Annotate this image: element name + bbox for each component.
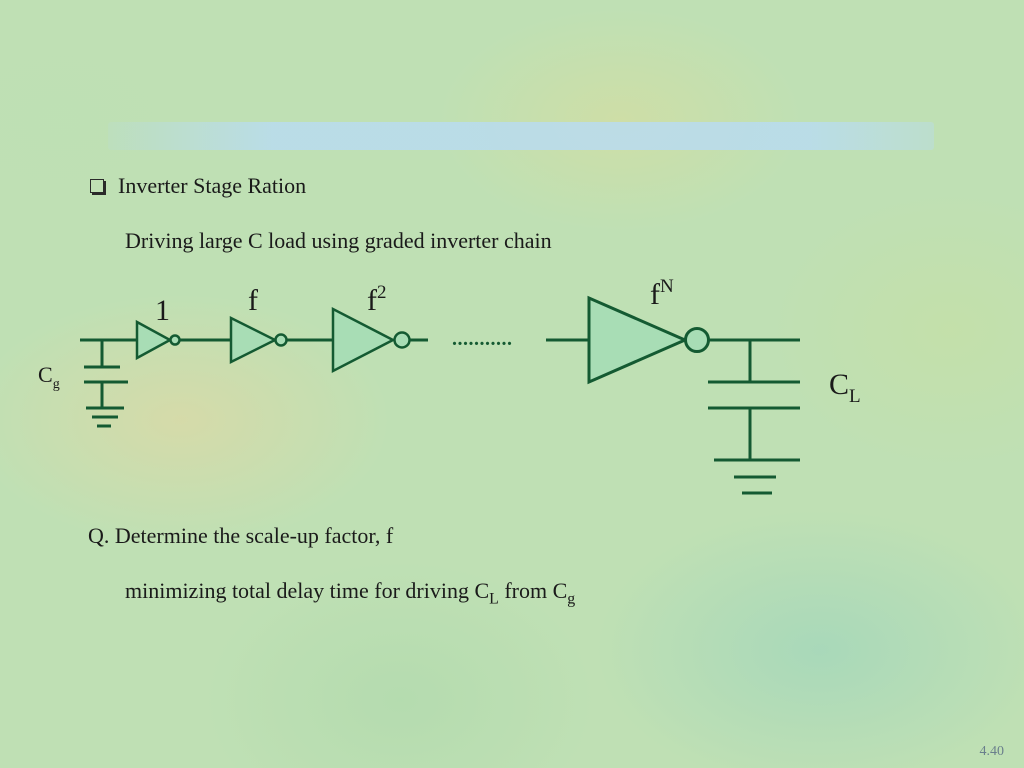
question-line-2-pre: minimizing total delay time for driving … <box>125 578 490 603</box>
stage-2-label: f <box>248 284 258 317</box>
inverter-3-bubble <box>393 331 411 349</box>
question-line-2-mid: from C <box>498 578 568 603</box>
inverter-1-bubble <box>169 334 181 346</box>
chain-ellipsis: ........... <box>452 328 513 350</box>
inverter-N-bubble <box>684 327 710 353</box>
stage-3-label: f2 <box>367 282 387 317</box>
bullet-heading-line: Inverter Stage Ration <box>90 173 306 199</box>
inverter-2 <box>229 315 278 365</box>
inverters <box>135 295 710 385</box>
diagram-wires <box>80 338 800 495</box>
question-line-2-sub-l: L <box>489 590 499 608</box>
inverter-3 <box>331 306 396 374</box>
bullet-heading: Inverter Stage Ration <box>118 173 307 198</box>
stage-1-label: 1 <box>155 294 170 327</box>
inverter-1 <box>135 319 173 361</box>
input-cap-label: Cg <box>38 362 60 392</box>
stage-N-label: fN <box>650 276 674 311</box>
question-line-1: Q. Determine the scale-up factor, f <box>88 523 394 548</box>
slide-number: 4.40 <box>979 744 1005 759</box>
checkbox-bullet-icon <box>90 179 104 193</box>
title-band <box>108 122 934 150</box>
load-cap-label: CL <box>829 368 861 407</box>
question-line-2: minimizing total delay time for driving … <box>125 578 575 609</box>
inverter-2-bubble <box>274 333 288 347</box>
subtitle: Driving large C load using graded invert… <box>125 228 552 253</box>
question-line-2-sub-g: g <box>567 590 576 608</box>
inverter-N <box>587 295 689 385</box>
